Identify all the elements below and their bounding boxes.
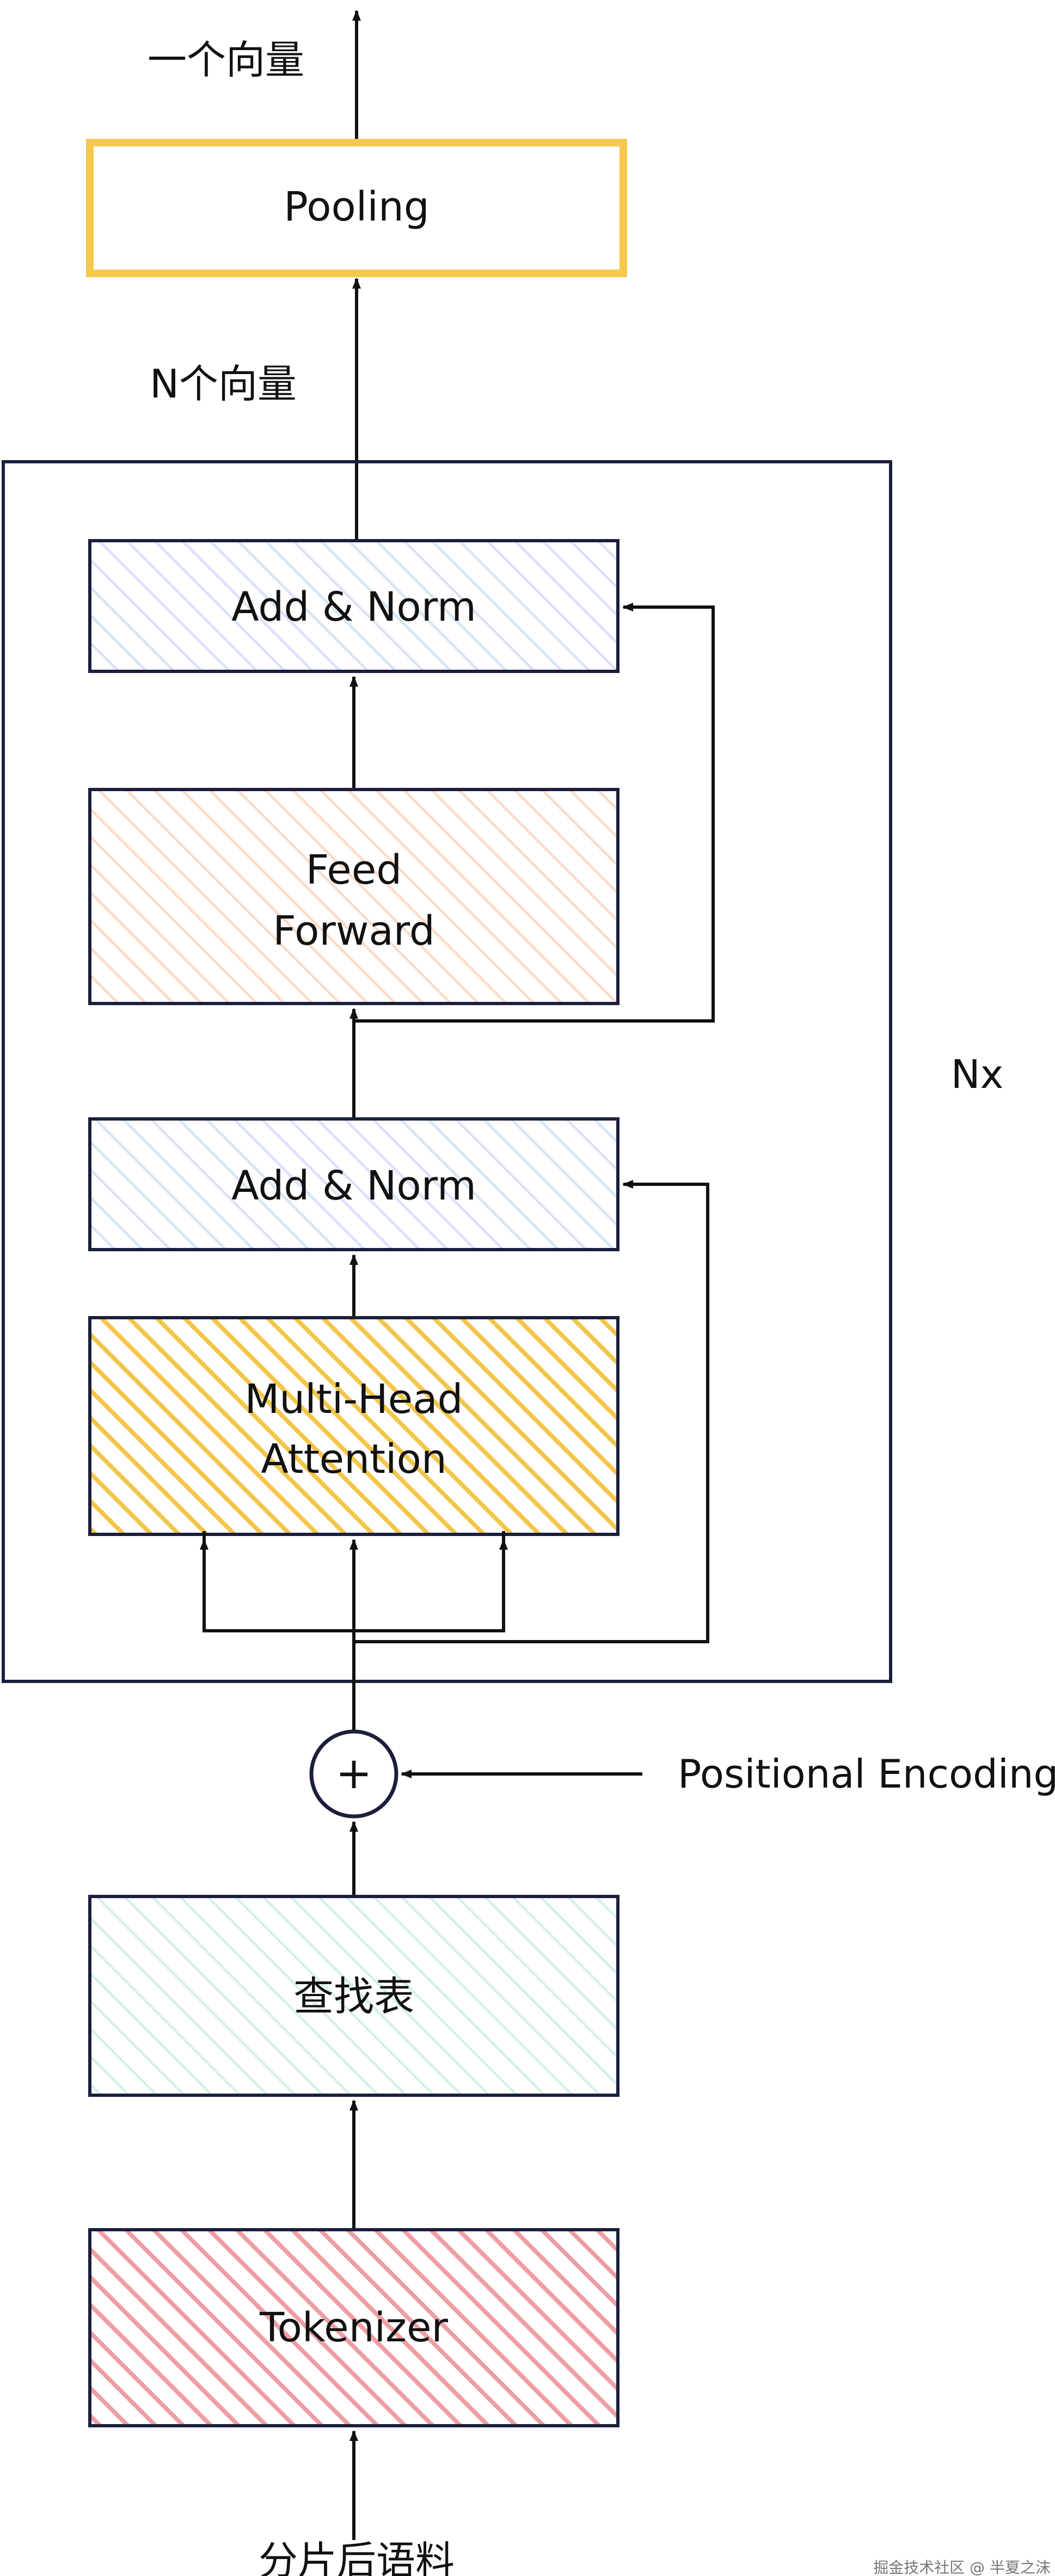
add-norm-top-label: Add & Norm — [231, 584, 476, 631]
positional-encoding-label: Positional Encoding — [678, 1751, 1055, 1797]
feed-forward-label-line2: Forward — [273, 908, 435, 954]
mha-label-line2: Attention — [261, 1436, 447, 1483]
encoder-block-frame — [2, 460, 892, 1683]
tokenizer-box — [88, 2228, 619, 2427]
input-corpus-label: 分片后语料 — [259, 2538, 455, 2576]
feed-forward-label-line1: Feed — [306, 847, 402, 894]
nx-label: Nx — [951, 1051, 1003, 1097]
lookup-table-box — [88, 1895, 619, 2097]
pooling-label: Pooling — [284, 183, 430, 230]
residual-ff — [354, 603, 715, 1023]
multi-head-attention-box — [88, 1316, 619, 1536]
n-vectors-label: N个向量 — [150, 361, 297, 407]
add-norm-bottom-box — [88, 1117, 619, 1251]
feed-forward-box — [88, 788, 619, 1005]
plus-symbol: + — [335, 1748, 372, 1798]
residual-mha — [354, 1180, 709, 1643]
tokenizer-label: Tokenizer — [259, 2304, 448, 2351]
mha-label-line1: Multi-Head — [244, 1376, 463, 1423]
lookup-table-label: 查找表 — [293, 1973, 414, 2020]
add-norm-bottom-label: Add & Norm — [231, 1162, 476, 1209]
watermark-text: 掘金技术社区 @ 半夏之沫 — [873, 2559, 1051, 2576]
positional-add-circle — [309, 1729, 398, 1819]
add-norm-top-box — [88, 539, 619, 673]
output-label: 一个向量 — [148, 37, 304, 83]
pooling-box — [86, 139, 627, 277]
